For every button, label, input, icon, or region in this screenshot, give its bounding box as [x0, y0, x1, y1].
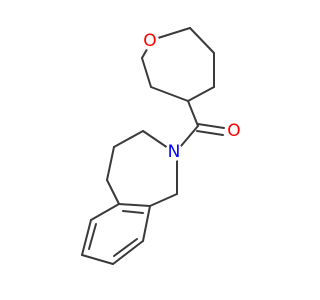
benzene-bond-3: [112, 240, 144, 265]
benzene-ring: [81, 203, 151, 265]
atom-label-carbonyl-oxygen: O: [225, 121, 243, 141]
amide-nitrogen-label: N: [168, 142, 181, 162]
bond-ch2-1: [113, 130, 144, 148]
bond-carbonyl-o-1: [197, 123, 225, 129]
benzene-bond-1: [118, 203, 151, 207]
atom-label-ring-oxygen: O: [141, 31, 159, 51]
carbonyl-oxygen-label: O: [227, 121, 240, 141]
bond-c6-c7: [141, 57, 152, 88]
benzene-bond-4: [81, 254, 114, 265]
bond-c2-c3: [189, 27, 215, 54]
benzene-inner-bond-b: [113, 238, 138, 257]
ring-oxygen-label: O: [143, 31, 156, 51]
benzene-bond-6: [90, 203, 120, 221]
bond-c4-c5: [187, 86, 215, 102]
bond-ch2-4: [149, 193, 178, 207]
bond-carbonyl-o-2: [196, 130, 224, 136]
bond-ch2-2: [106, 146, 115, 181]
oxepane-ring: [141, 27, 215, 102]
benzene-inner-bond-a: [122, 210, 144, 214]
bond-c5-c6: [150, 86, 189, 102]
bond-carbonyl-n: [180, 125, 199, 147]
molecule-canvas: O N O: [81, 27, 243, 265]
azocine-ring: [106, 130, 178, 207]
bond-o-c2: [157, 27, 191, 39]
bond-ch2-3: [106, 179, 120, 205]
benzene-bond-5: [81, 219, 92, 256]
bond-n-c-upper: [142, 130, 169, 149]
benzene-inner-bond-c: [88, 223, 97, 250]
carbonyl-group: [180, 100, 225, 147]
bond-ring-carbonyl: [187, 100, 199, 127]
atom-label-amide-nitrogen: N: [165, 142, 183, 162]
benzene-bond-2: [142, 205, 151, 242]
molecule-diagram: O N O: [81, 27, 243, 265]
